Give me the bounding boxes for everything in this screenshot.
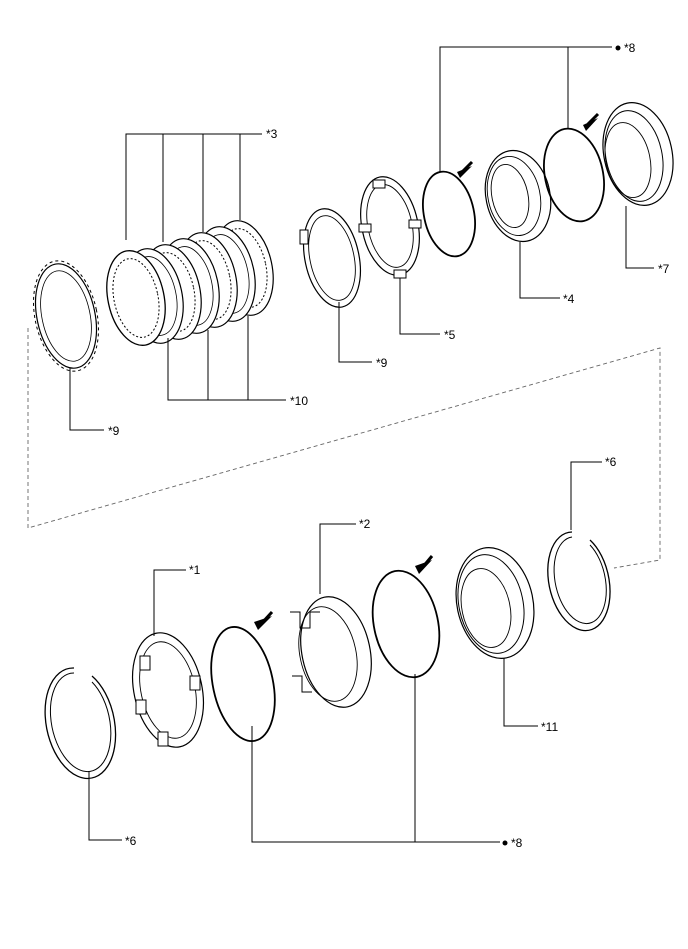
callout-7: *7 [658, 262, 670, 276]
part-8-o-ring-top-b [543, 127, 605, 223]
part-7-cylinder [602, 102, 674, 206]
callout-8-bottom: *8 [511, 836, 523, 850]
arrow-marker-top-b [583, 118, 598, 131]
callout-5: *5 [444, 328, 456, 342]
bullet-dot-top [615, 45, 621, 51]
part-9-left-plate [33, 260, 99, 372]
part-6-snap-ring-left [44, 667, 117, 780]
part-6-snap-ring-right [547, 531, 611, 632]
part-9-mid-plate [299, 208, 361, 308]
part-4-piston [484, 149, 552, 243]
part-8-o-ring-bottom-b [371, 569, 441, 679]
arrow-shaft-bottom-a [259, 610, 274, 626]
callout-2: *2 [359, 517, 371, 531]
part-2-clutch-drum [290, 596, 372, 708]
callout-9-mid: *9 [376, 356, 388, 370]
arrow-shaft-top-b [586, 112, 600, 126]
callout-4: *4 [563, 292, 575, 306]
part-8-o-ring-top-a [422, 170, 476, 258]
arrow-shaft-top-a [460, 160, 474, 174]
part-3-clutch-pack [106, 220, 274, 346]
callout-10: *10 [290, 394, 308, 408]
callout-3: *3 [266, 127, 278, 141]
part-1-spring-retainer [132, 632, 204, 748]
part-5-spring-retainer [358, 176, 422, 279]
callout-6-right: *6 [605, 455, 617, 469]
callout-8-top: *8 [624, 41, 636, 55]
part-8-o-ring-bottom-a [210, 626, 276, 742]
callout-9-left: *9 [108, 424, 120, 438]
dashed-grouping-line [27, 328, 661, 569]
arrow-marker-top-a [457, 166, 472, 178]
callout-6-left: *6 [125, 834, 137, 848]
bullet-dot-bottom [502, 840, 508, 846]
arrow-shaft-bottom-b [420, 555, 434, 569]
part-11-sleeve [455, 547, 535, 659]
callout-11: *11 [541, 720, 558, 734]
callout-1: *1 [189, 563, 201, 577]
leader-lines [69, 46, 654, 843]
